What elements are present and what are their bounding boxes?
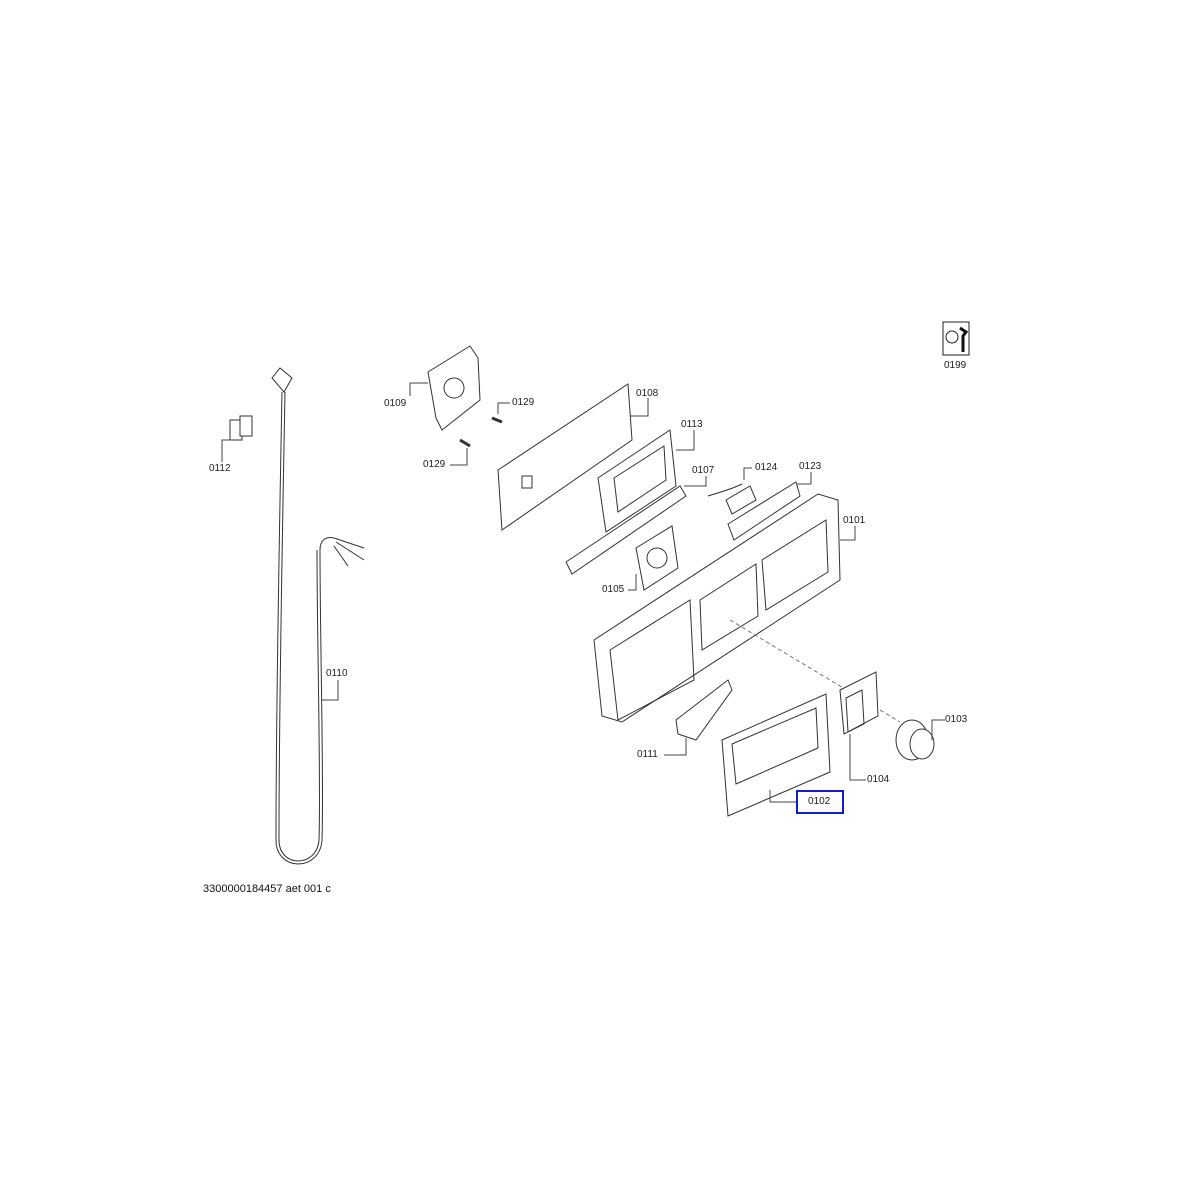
part-label-0103[interactable]: 0103 — [945, 714, 968, 725]
part-label-0111[interactable]: 0111 — [637, 749, 658, 760]
part-label-0105[interactable]: 0105 — [602, 584, 625, 595]
control-panel-fascia-0101[interactable] — [593, 493, 841, 723]
bracket-0109[interactable] — [427, 345, 481, 431]
display-module-0113[interactable] — [597, 429, 677, 533]
part-label-0199[interactable]: 0199 — [944, 360, 967, 371]
part-label-0108[interactable]: 0108 — [636, 388, 659, 399]
button-bar-0123[interactable] — [727, 481, 801, 541]
part-label-0113[interactable]: 0113 — [681, 419, 703, 430]
selector-knob-0103[interactable] — [895, 719, 935, 761]
selected-part-highlight — [796, 790, 844, 814]
part-label-0102[interactable]: 0102 — [808, 796, 831, 807]
part-label-0110[interactable]: 0110 — [326, 668, 348, 679]
assembly-axis-line — [729, 619, 901, 723]
part-label-0104[interactable]: 0104 — [867, 774, 890, 785]
drawing-code: 3300000184457 aet 001 c — [203, 883, 331, 895]
part-label-0101[interactable]: 0101 — [843, 515, 866, 526]
leader-lines — [221, 382, 945, 803]
part-label-0129[interactable]: 0129 — [423, 459, 446, 470]
part-label-0112[interactable]: 0112 — [209, 463, 231, 474]
selector-module-0105[interactable] — [635, 525, 679, 591]
wire-harness-0124[interactable] — [707, 483, 757, 515]
part-label-0124[interactable]: 0124 — [755, 462, 778, 473]
part-label-0123[interactable]: 0123 — [799, 461, 822, 472]
service-manual-wrench-icon[interactable] — [942, 321, 970, 356]
button-strip-0107[interactable] — [565, 485, 687, 575]
screw[interactable] — [491, 416, 503, 424]
part-label-0109[interactable]: 0109 — [384, 398, 407, 409]
power-cord[interactable] — [271, 367, 365, 865]
cord-clip[interactable] — [229, 415, 253, 441]
label-plate-0104[interactable] — [839, 671, 879, 735]
control-board-0108[interactable] — [497, 383, 633, 531]
panel-insert-0102[interactable] — [721, 693, 831, 817]
screw[interactable] — [459, 438, 471, 448]
part-label-0107[interactable]: 0107 — [692, 465, 715, 476]
part-label-0129[interactable]: 0129 — [512, 397, 535, 408]
detergent-handle-0111[interactable] — [675, 679, 733, 741]
